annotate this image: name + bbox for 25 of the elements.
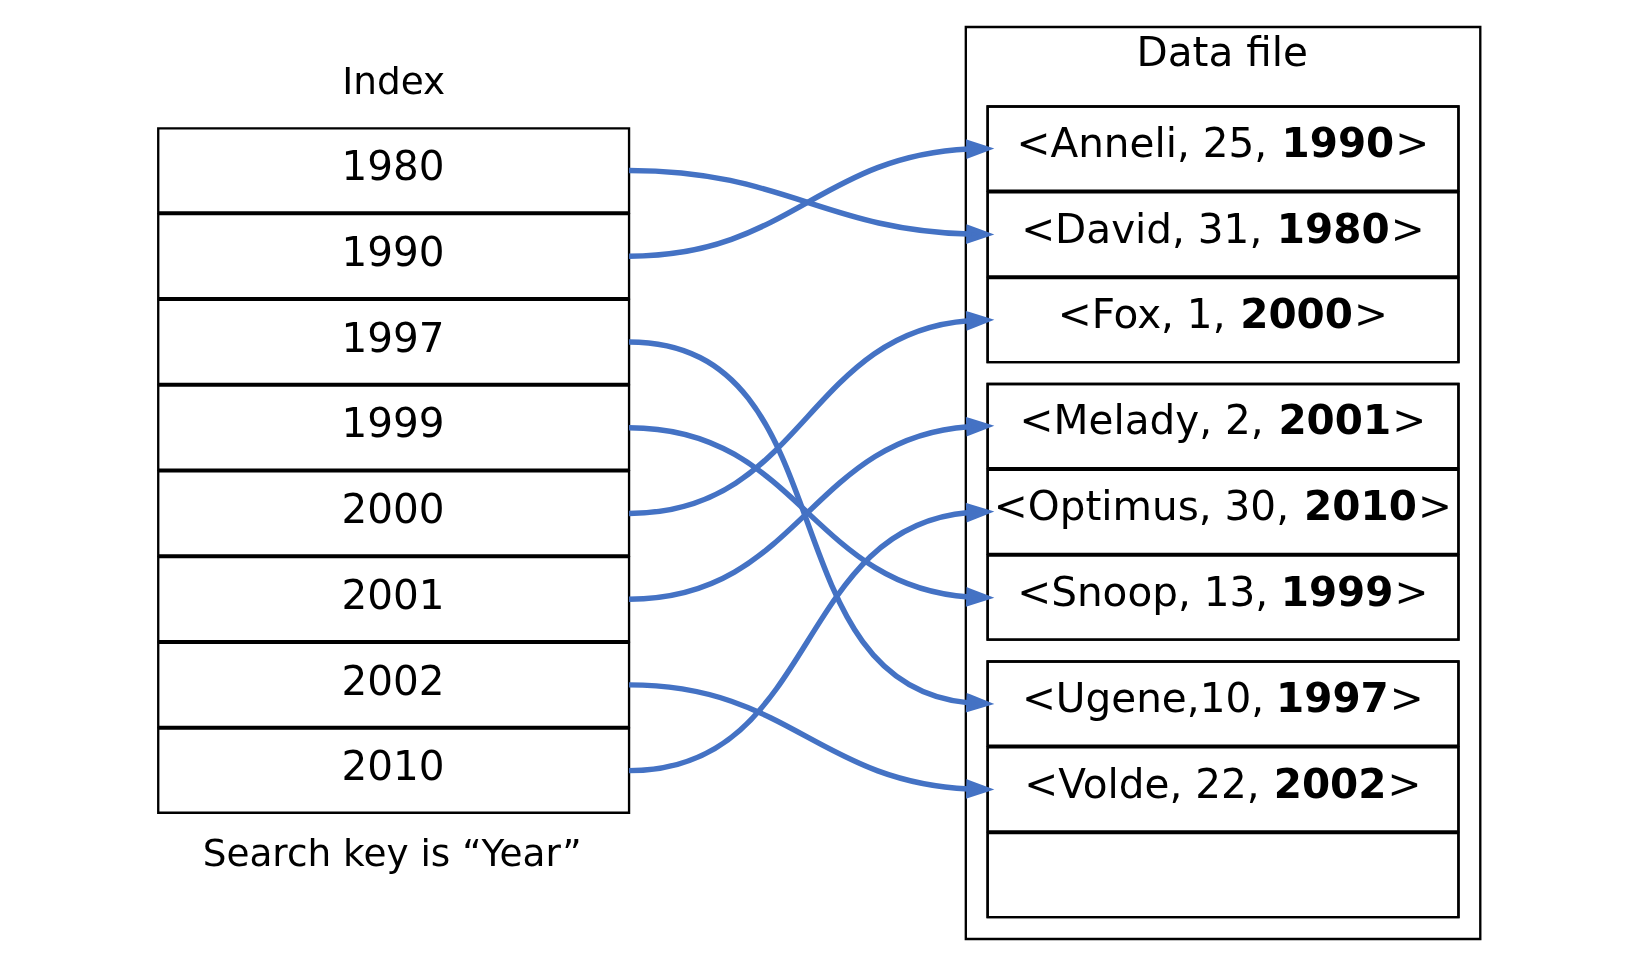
node-box: <Snoop, 13, 1999> [985,554,1460,641]
arrow [628,339,994,713]
node-box: 2010 [156,727,630,814]
node-box: <Ugene,10, 1997> [985,660,1460,747]
node-box: 1980 [156,127,630,214]
node-box [985,831,1460,919]
label: Search key is “Year” [202,831,582,876]
node-box: <Optimus, 30, 2010> [985,468,1460,556]
arrow [628,139,994,259]
node-box: 2000 [156,470,630,557]
node-box: 1990 [156,212,630,300]
node-box: 2002 [156,641,630,729]
node-box: 1997 [156,298,630,386]
node-box: <Fox, 1, 2000> [985,276,1460,364]
arrow [628,167,994,244]
node-box: 2001 [156,555,630,643]
node-box: 1999 [156,384,630,471]
label: Index [341,59,445,104]
node-box: <Volde, 22, 2002> [985,746,1460,833]
arrow [628,502,994,774]
node-box: <Melady, 2, 2001> [985,382,1460,470]
node-box: <David, 31, 1980> [985,191,1460,278]
arrow [628,682,994,799]
arrow [628,310,994,517]
node-box: <Anneli, 25, 1990> [985,105,1460,192]
